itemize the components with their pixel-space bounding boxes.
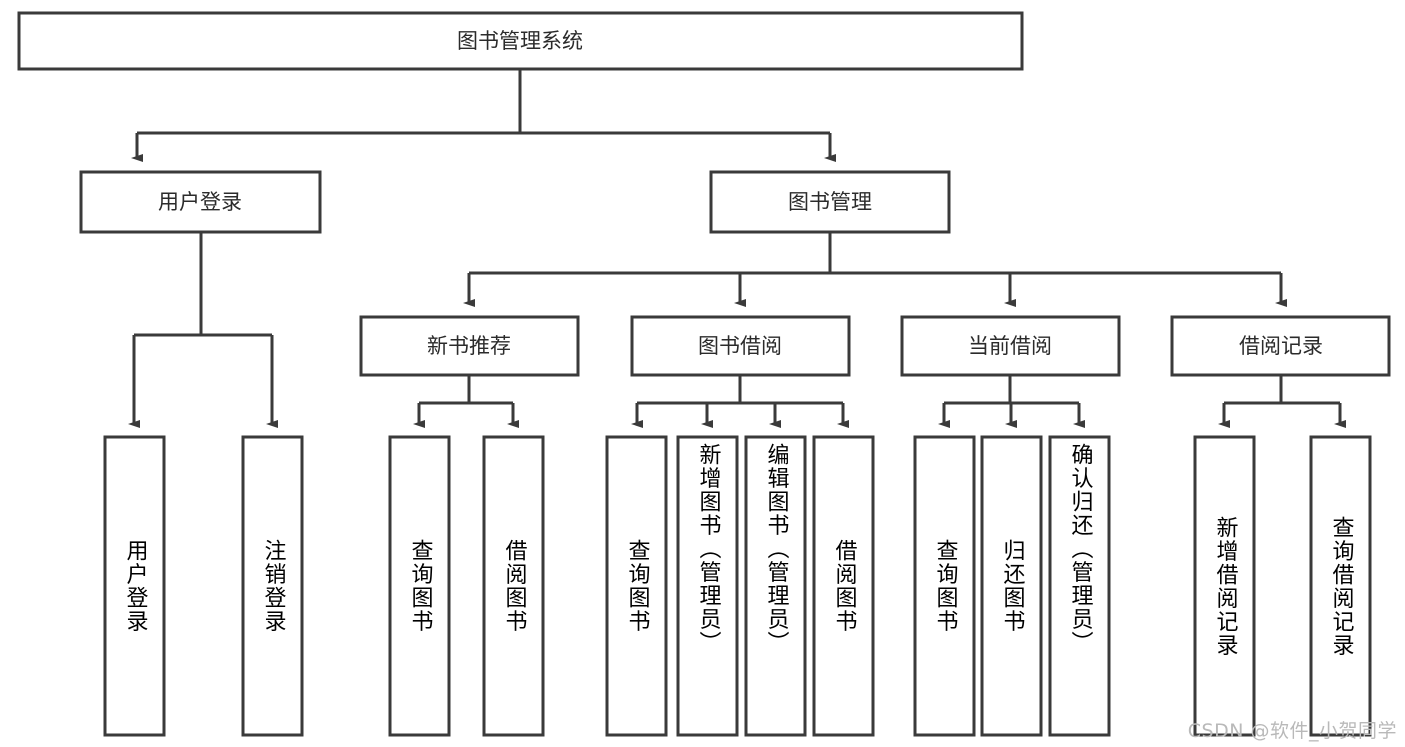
node-new-book-recommend-box[interactable]	[359, 315, 580, 377]
leaf-user-login-label: 用户登录	[122, 539, 148, 633]
leaf-borrow-book-2-box[interactable]	[812, 435, 875, 737]
leaf-user-login[interactable]: 用户登录	[103, 435, 166, 737]
leaf-query-book-3-textwrap: 查询图书	[932, 539, 958, 633]
leaf-query-record-label: 查询借阅记录	[1328, 515, 1354, 657]
node-new-book-recommend[interactable]: 新书推荐	[359, 315, 580, 377]
node-book-manage-box[interactable]	[709, 170, 951, 234]
leaf-add-book-label: 新增图书（管理员）	[695, 443, 721, 655]
node-new-book-recommend-label: 新书推荐	[427, 334, 511, 358]
leaf-add-record[interactable]: 新增借阅记录	[1193, 435, 1256, 737]
leaf-add-record-textwrap: 新增借阅记录	[1212, 515, 1238, 657]
node-book-manage-label: 图书管理	[788, 190, 872, 214]
leaf-query-record-box[interactable]	[1309, 435, 1372, 737]
leaf-return-book[interactable]: 归还图书	[980, 435, 1043, 737]
leaf-query-record[interactable]: 查询借阅记录	[1309, 435, 1372, 737]
leaf-borrow-book-1[interactable]: 借阅图书	[482, 435, 545, 737]
leaf-query-book-2-box[interactable]	[605, 435, 668, 737]
leaf-confirm-return-textwrap: 确认归还（管理员）	[1067, 443, 1093, 655]
leaf-return-book-box[interactable]	[980, 435, 1043, 737]
leaf-add-record-box[interactable]	[1193, 435, 1256, 737]
leaf-add-book-box[interactable]	[676, 435, 739, 737]
leaf-borrow-book-1-box[interactable]	[482, 435, 545, 737]
leaf-borrow-book-2-textwrap: 借阅图书	[831, 539, 857, 633]
node-user-login-box[interactable]	[79, 170, 322, 234]
leaf-return-book-label: 归还图书	[999, 539, 1025, 633]
leaf-borrow-book-2-label: 借阅图书	[831, 539, 857, 633]
leaf-edit-book[interactable]: 编辑图书（管理员）	[744, 435, 807, 737]
node-borrow-record-label: 借阅记录	[1239, 334, 1323, 358]
leaf-edit-book-label: 编辑图书（管理员）	[763, 443, 789, 655]
leaf-user-login-box[interactable]	[103, 435, 166, 737]
leaf-query-record-textwrap: 查询借阅记录	[1328, 515, 1354, 657]
leaf-edit-book-box[interactable]	[744, 435, 807, 737]
leaf-confirm-return-box[interactable]	[1048, 435, 1111, 737]
node-current-borrow[interactable]: 当前借阅	[900, 315, 1121, 377]
leaf-edit-book-textwrap: 编辑图书（管理员）	[763, 443, 789, 655]
leaf-query-book-2[interactable]: 查询图书	[605, 435, 668, 737]
node-current-borrow-box[interactable]	[900, 315, 1121, 377]
leaf-query-book-2-label: 查询图书	[624, 539, 650, 633]
node-borrow-record[interactable]: 借阅记录	[1170, 315, 1391, 377]
node-book-borrow[interactable]: 图书借阅	[630, 315, 851, 377]
leaf-query-book-1-box[interactable]	[388, 435, 451, 737]
leaf-query-book-3[interactable]: 查询图书	[913, 435, 976, 737]
leaf-add-record-label: 新增借阅记录	[1212, 515, 1238, 657]
node-book-manage[interactable]: 图书管理	[709, 170, 951, 234]
node-book-borrow-box[interactable]	[630, 315, 851, 377]
node-root-box[interactable]	[17, 11, 1024, 71]
leaf-borrow-book-1-label: 借阅图书	[501, 539, 527, 633]
leaf-add-book-textwrap: 新增图书（管理员）	[695, 443, 721, 655]
leaf-user-login-textwrap: 用户登录	[122, 539, 148, 633]
leaf-query-book-2-textwrap: 查询图书	[624, 539, 650, 633]
node-current-borrow-label: 当前借阅	[968, 334, 1052, 358]
node-borrow-record-box[interactable]	[1170, 315, 1391, 377]
leaf-logout[interactable]: 注销登录	[241, 435, 304, 737]
node-book-borrow-label: 图书借阅	[698, 334, 782, 358]
leaf-query-book-1-textwrap: 查询图书	[407, 539, 433, 633]
node-user-login-label: 用户登录	[158, 190, 242, 214]
leaf-borrow-book-1-textwrap: 借阅图书	[501, 539, 527, 633]
leaf-return-book-textwrap: 归还图书	[999, 539, 1025, 633]
leaf-query-book-3-label: 查询图书	[932, 539, 958, 633]
node-root-label: 图书管理系统	[457, 29, 583, 53]
leaf-confirm-return[interactable]: 确认归还（管理员）	[1048, 435, 1111, 737]
leaf-query-book-1[interactable]: 查询图书	[388, 435, 451, 737]
leaf-add-book[interactable]: 新增图书（管理员）	[676, 435, 739, 737]
node-user-login[interactable]: 用户登录	[79, 170, 322, 234]
leaf-borrow-book-2[interactable]: 借阅图书	[812, 435, 875, 737]
leaf-confirm-return-label: 确认归还（管理员）	[1067, 443, 1093, 655]
leaf-query-book-3-box[interactable]	[913, 435, 976, 737]
leaf-query-book-1-label: 查询图书	[407, 539, 433, 633]
leaf-logout-box[interactable]	[241, 435, 304, 737]
connector-layer	[128, 69, 1346, 428]
node-root[interactable]: 图书管理系统	[17, 11, 1024, 71]
leaf-logout-label: 注销登录	[260, 539, 286, 633]
leaf-logout-textwrap: 注销登录	[260, 539, 286, 633]
